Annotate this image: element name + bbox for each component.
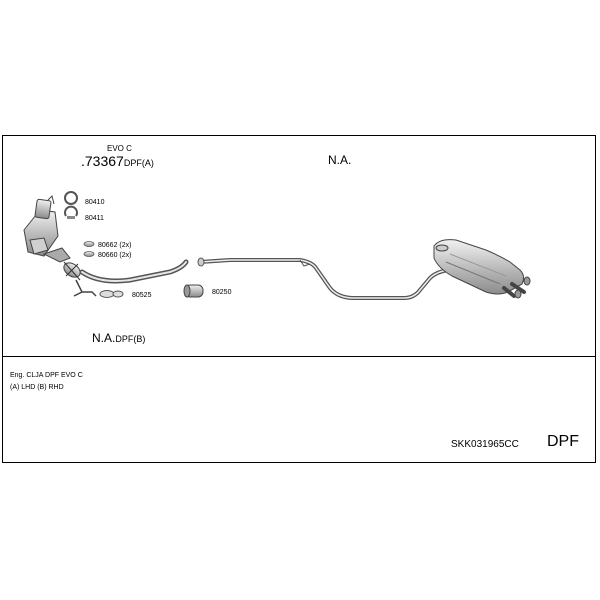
drive-side-note: (A) LHD (B) RHD	[10, 384, 64, 391]
gasket-80525-icon[interactable]	[99, 290, 124, 298]
part-80660-icon[interactable]	[83, 251, 95, 257]
rear-silencer[interactable]	[433, 239, 531, 299]
section-divider	[3, 356, 595, 357]
na-bottom-text: N.A.	[92, 331, 116, 345]
part-80660-label[interactable]: 80660 (2x)	[98, 252, 132, 259]
na-top-label: N.A.	[328, 153, 352, 167]
main-part-number-value: 73367	[84, 153, 124, 169]
clamp-80411-icon[interactable]	[64, 205, 78, 219]
part-80525-label[interactable]: 80525	[132, 292, 152, 299]
clamp-80250-icon[interactable]	[183, 284, 204, 298]
dpf-converter[interactable]	[23, 195, 97, 297]
kit-type: DPF	[547, 433, 579, 450]
ring-80410-icon[interactable]	[64, 191, 78, 205]
na-bottom-suffix: DPF(B)	[115, 334, 146, 344]
part-80662-icon[interactable]	[83, 241, 95, 247]
na-bottom-label: N.A.DPF(B)	[92, 332, 145, 344]
part-80662-label[interactable]: 80662 (2x)	[98, 242, 132, 249]
center-pipe[interactable]	[197, 257, 450, 300]
part-80410-label[interactable]: 80410	[85, 199, 105, 206]
part-80250-label[interactable]: 80250	[212, 289, 232, 296]
main-part-number[interactable]: .73367DPF(A)	[81, 153, 154, 169]
evo-label: EVO C	[107, 144, 132, 153]
part-80411-label[interactable]: 80411	[85, 215, 104, 222]
engine-note: Eng. CLJA DPF EVO C	[10, 372, 83, 379]
kit-code: SKK031965CC	[451, 439, 519, 450]
main-part-suffix: DPF(A)	[123, 158, 154, 168]
diagram-frame: EVO C .73367DPF(A) N.A. N.A.DPF(B) 80410…	[2, 135, 596, 463]
